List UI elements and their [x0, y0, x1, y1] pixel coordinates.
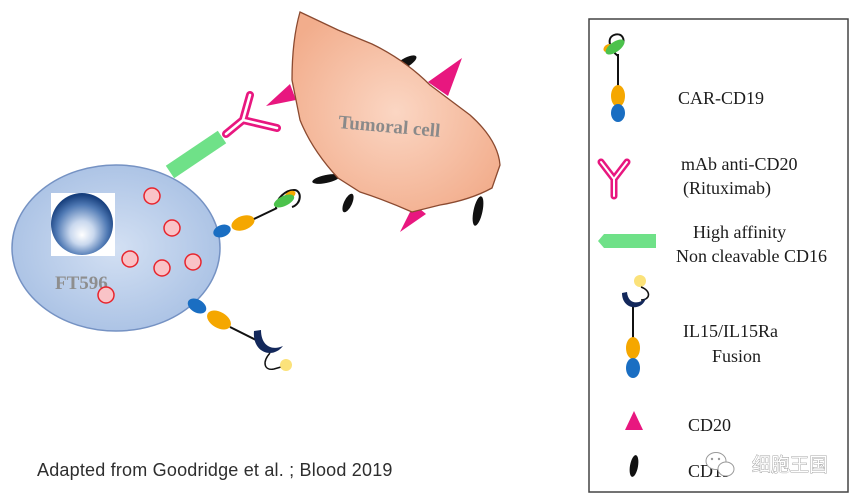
il15-fusion-icon — [622, 275, 650, 378]
cd16-bar-icon — [598, 234, 656, 248]
il15ra-crescent — [253, 330, 283, 354]
antibody-core — [600, 161, 628, 197]
cd20-antigen-bottom — [400, 204, 426, 232]
il15-tether — [640, 286, 650, 301]
wechat-bubble-small — [717, 461, 735, 477]
legend-label-rituximab: (Rituximab) — [683, 178, 771, 199]
wechat-icon — [705, 452, 735, 477]
car-hinge-domain — [611, 85, 625, 107]
cd19-antigen-right — [472, 196, 484, 226]
il15ra-crescent — [622, 292, 646, 308]
figure-caption: Adapted from Goodridge et al. ; Blood 20… — [37, 460, 393, 480]
il15-cytokine — [280, 359, 292, 371]
ft596-cell-group: FT596 — [11, 164, 221, 332]
watermark-text: 细胞王国 — [752, 454, 828, 476]
cd20-antigen-left — [266, 84, 296, 106]
tumor-group: Tumoral cell — [266, 11, 501, 232]
legend-label-car-cd19: CAR-CD19 — [678, 88, 764, 108]
granule — [121, 250, 139, 268]
legend-label-fusion: Fusion — [712, 346, 761, 366]
il15-linker — [229, 326, 259, 342]
legend-label-high-affinity: High affinity — [693, 222, 786, 242]
legend-label-cd20: CD20 — [688, 415, 731, 435]
legend-label-cd16: Non cleavable CD16 — [676, 246, 827, 266]
antibody-core — [224, 93, 279, 136]
il15ra-transmembrane-domain — [187, 298, 207, 314]
granule — [143, 187, 161, 205]
car-scfv-green — [605, 39, 625, 55]
legend-label-il15: IL15/IL15Ra — [683, 321, 778, 341]
cd19-antigen-lower-left — [342, 193, 354, 213]
ellipse-icon — [629, 455, 639, 477]
antibody-icon — [597, 158, 631, 200]
car-transmembrane-domain — [611, 104, 625, 122]
cell-label: FT596 — [55, 273, 108, 294]
cd20-antigen-top — [428, 58, 462, 96]
il15ra-transmembrane-domain — [626, 358, 640, 378]
triangle-icon — [625, 411, 643, 430]
tumoral-cell — [291, 11, 501, 213]
cd16-receptor — [165, 130, 227, 179]
granule — [163, 219, 181, 237]
wechat-eye — [710, 457, 714, 461]
car-transmembrane-domain — [213, 224, 231, 238]
cd19-antigen-left — [312, 174, 340, 184]
il15-cytokine — [634, 275, 646, 287]
granule — [153, 259, 171, 277]
legend-label-mab: mAb anti-CD20 — [681, 154, 798, 174]
car-cd19-icon — [603, 33, 625, 122]
watermark: 细胞王国 — [705, 452, 828, 477]
car-hinge-domain — [231, 215, 255, 231]
il15-tether — [264, 352, 282, 371]
granule — [184, 253, 202, 271]
car-cd19-construct — [213, 188, 301, 238]
nucleus — [51, 193, 113, 255]
car-linker — [253, 207, 278, 220]
legend: CAR-CD19 mAb anti-CD20 (Rituximab) High … — [588, 18, 849, 493]
legend-box — [588, 18, 849, 493]
il15-fusion-construct — [187, 298, 292, 371]
granule — [97, 286, 115, 304]
car-scfv-green — [273, 194, 295, 208]
il15ra-hinge-domain — [207, 310, 231, 330]
granules — [97, 187, 202, 304]
antibody-rituximab — [222, 91, 281, 138]
wechat-eye — [717, 457, 721, 461]
il15ra-hinge-domain — [626, 337, 640, 359]
